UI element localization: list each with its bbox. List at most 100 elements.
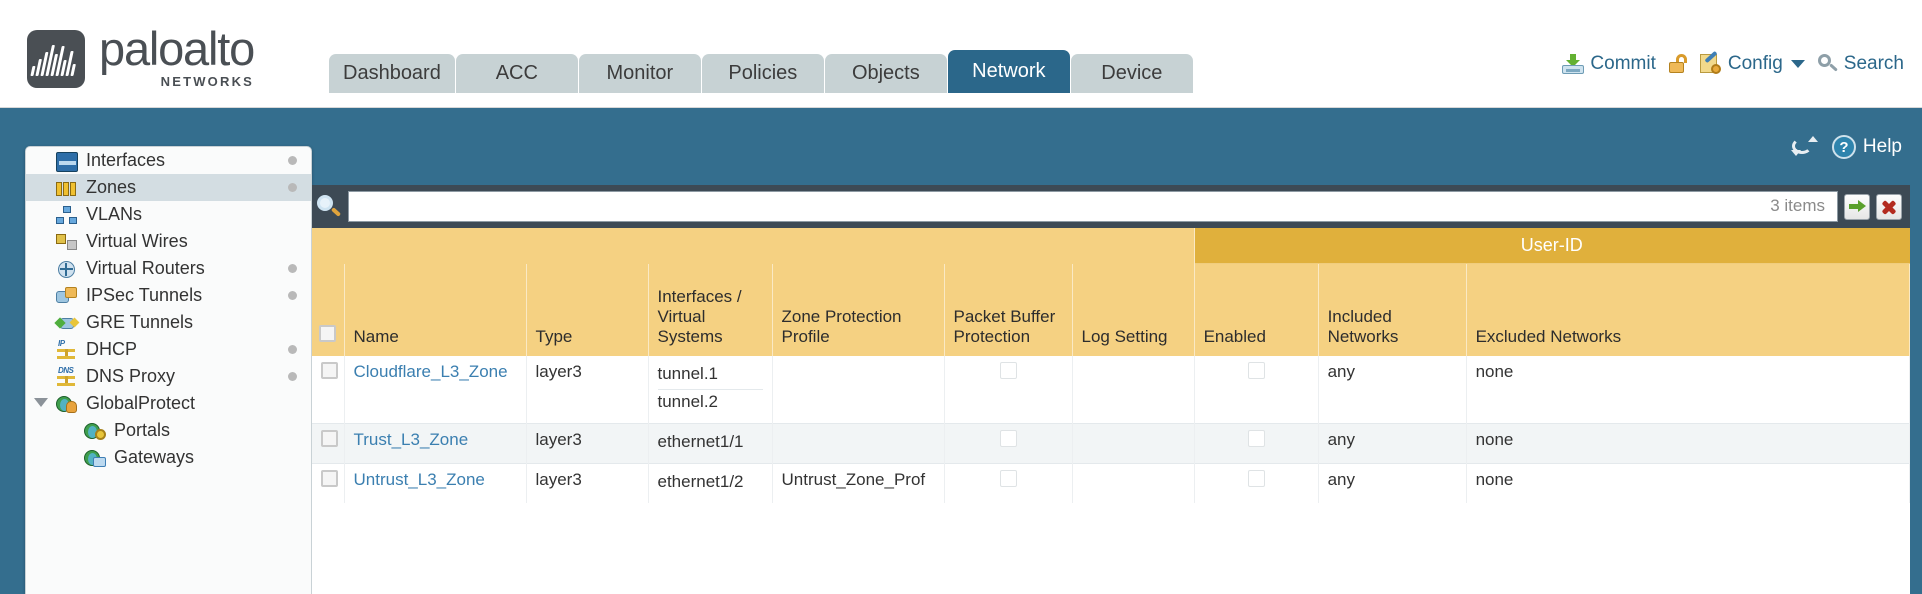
tab-acc[interactable]: ACC: [455, 54, 578, 93]
green-arrow-apply-icon: [1848, 200, 1866, 213]
packet-buffer-protection-checkbox[interactable]: [999, 469, 1017, 487]
tab-monitor[interactable]: Monitor: [578, 54, 701, 93]
sidebar-item-gateways[interactable]: Gateways: [26, 444, 311, 471]
tab-policies[interactable]: Policies: [701, 54, 824, 93]
select-all-header[interactable]: [312, 263, 345, 356]
sidebar-item-label: GRE Tunnels: [86, 312, 194, 332]
table-row[interactable]: Cloudflare_L3_Zone layer3 tunnel.1 tunne…: [312, 355, 1910, 423]
tab-dashboard[interactable]: Dashboard: [329, 54, 455, 93]
cell-included-networks: any: [1318, 462, 1467, 503]
paloalto-logo: paloalto NETWORKS: [27, 25, 255, 88]
col-header-packet-buffer-protection[interactable]: Packet Buffer Protection: [944, 263, 1073, 356]
main-nav-tabs: Dashboard ACC Monitor Policies Objects N…: [329, 50, 1193, 93]
zone-name-link[interactable]: Cloudflare_L3_Zone: [353, 361, 508, 381]
globalprotect-icon: [56, 394, 78, 414]
table-row[interactable]: Trust_L3_Zone layer3 ethernet1/1 any non: [312, 422, 1910, 463]
sidebar-item-gre-tunnels[interactable]: GRE Tunnels: [26, 309, 311, 336]
row-select-cell[interactable]: [312, 355, 345, 423]
interface-list: ethernet1/1: [658, 430, 763, 457]
refresh-icon[interactable]: [1790, 136, 1818, 157]
chevron-down-icon: [1790, 60, 1805, 68]
user-id-enabled-checkbox[interactable]: [1247, 469, 1265, 487]
search-button[interactable]: Search: [1817, 53, 1904, 75]
tab-network[interactable]: Network: [947, 50, 1070, 93]
cell-name[interactable]: Trust_L3_Zone: [344, 422, 527, 463]
col-header-excluded-networks[interactable]: Excluded Networks: [1466, 263, 1910, 356]
col-header-zone-protection-profile[interactable]: Zone Protection Profile: [772, 263, 945, 356]
sidebar-item-interfaces[interactable]: Interfaces: [26, 147, 311, 174]
sidebar-item-label: Interfaces: [86, 150, 166, 170]
sidebar-item-virtual-wires[interactable]: Virtual Wires: [26, 228, 311, 255]
help-button[interactable]: ? Help: [1831, 135, 1902, 159]
packet-buffer-protection-checkbox[interactable]: [999, 361, 1017, 379]
search-label: Search: [1843, 53, 1904, 74]
sidebar-item-zones[interactable]: Zones: [26, 174, 311, 201]
sidebar-item-label: Virtual Wires: [86, 231, 188, 251]
col-header-name[interactable]: Name: [344, 263, 527, 356]
sidebar-item-dhcp[interactable]: IP DHCP: [26, 336, 311, 363]
row-checkbox[interactable]: [321, 361, 338, 379]
sub-header-bar: ? Help: [0, 108, 1922, 170]
config-label: Config: [1727, 53, 1783, 74]
virtual-routers-icon: [56, 259, 78, 279]
sidebar-status-dot: [288, 345, 297, 354]
row-checkbox[interactable]: [321, 429, 338, 447]
logo-bars-icon: [30, 42, 81, 76]
tab-device[interactable]: Device: [1070, 54, 1193, 93]
cell-user-id-enabled[interactable]: [1194, 462, 1319, 503]
lock-button[interactable]: [1668, 54, 1687, 74]
table-row[interactable]: Untrust_L3_Zone layer3 ethernet1/2 Untru…: [312, 462, 1910, 503]
row-select-cell[interactable]: [312, 462, 345, 503]
zone-name-link[interactable]: Trust_L3_Zone: [353, 429, 469, 449]
sidebar-item-label: Zones: [86, 177, 137, 197]
cell-user-id-enabled[interactable]: [1194, 355, 1319, 423]
cell-packet-buffer-protection[interactable]: [944, 462, 1073, 503]
sidebar-item-vlans[interactable]: VLANs: [26, 201, 311, 228]
search-magnifier-icon[interactable]: [316, 194, 342, 220]
sidebar-status-dot: [288, 264, 297, 273]
packet-buffer-protection-checkbox[interactable]: [999, 429, 1017, 447]
interface-item: tunnel.1: [657, 362, 763, 390]
sidebar-item-label: GlobalProtect: [86, 393, 196, 413]
cell-name[interactable]: Cloudflare_L3_Zone: [344, 355, 527, 423]
apply-filter-button[interactable]: [1844, 193, 1870, 220]
top-header-bar: paloalto NETWORKS Dashboard ACC Monitor …: [0, 0, 1922, 108]
sidebar-item-virtual-routers[interactable]: Virtual Routers: [26, 255, 311, 282]
cell-packet-buffer-protection[interactable]: [944, 422, 1073, 463]
tab-objects[interactable]: Objects: [824, 54, 947, 93]
clear-filter-button[interactable]: [1876, 193, 1902, 220]
sidebar-item-portals[interactable]: Portals: [26, 417, 311, 444]
sidebar-item-label: Portals: [114, 420, 171, 440]
item-count-label: 3 items: [1770, 196, 1825, 215]
col-header-included-networks[interactable]: Included Networks: [1318, 263, 1467, 356]
zones-icon: [56, 178, 78, 198]
row-checkbox[interactable]: [321, 469, 338, 487]
zone-name-link[interactable]: Untrust_L3_Zone: [353, 469, 485, 489]
user-id-enabled-checkbox[interactable]: [1247, 429, 1265, 447]
paloalto-logo-mark: [27, 30, 85, 88]
sidebar-item-label: Virtual Routers: [86, 258, 205, 278]
cell-included-networks: any: [1318, 355, 1467, 423]
cell-packet-buffer-protection[interactable]: [944, 355, 1073, 423]
filter-input[interactable]: 3 items: [348, 191, 1838, 222]
config-menu[interactable]: Config: [1699, 50, 1805, 75]
sidebar-item-label: IPSec Tunnels: [86, 285, 203, 305]
cell-user-id-enabled[interactable]: [1194, 422, 1319, 463]
sidebar-item-dns-proxy[interactable]: DNS DNS Proxy: [26, 363, 311, 390]
sidebar-item-ipsec-tunnels[interactable]: IPSec Tunnels: [26, 282, 311, 309]
col-header-interfaces[interactable]: Interfaces / Virtual Systems: [648, 263, 773, 356]
cell-excluded-networks: none: [1466, 422, 1910, 463]
red-x-clear-icon: [1881, 199, 1897, 215]
col-header-log-setting[interactable]: Log Setting: [1072, 263, 1195, 356]
chevron-down-icon[interactable]: [34, 398, 48, 407]
row-select-cell[interactable]: [312, 422, 345, 463]
commit-button[interactable]: Commit: [1562, 53, 1656, 75]
group-header-spacer: [312, 228, 1195, 264]
sidebar-item-globalprotect[interactable]: GlobalProtect: [26, 390, 311, 417]
user-id-enabled-checkbox[interactable]: [1247, 361, 1265, 379]
col-header-type[interactable]: Type: [526, 263, 649, 356]
select-all-checkbox[interactable]: [319, 324, 337, 342]
cell-name[interactable]: Untrust_L3_Zone: [344, 462, 527, 503]
col-header-enabled[interactable]: Enabled: [1194, 263, 1319, 356]
interface-list: ethernet1/2: [658, 470, 763, 497]
